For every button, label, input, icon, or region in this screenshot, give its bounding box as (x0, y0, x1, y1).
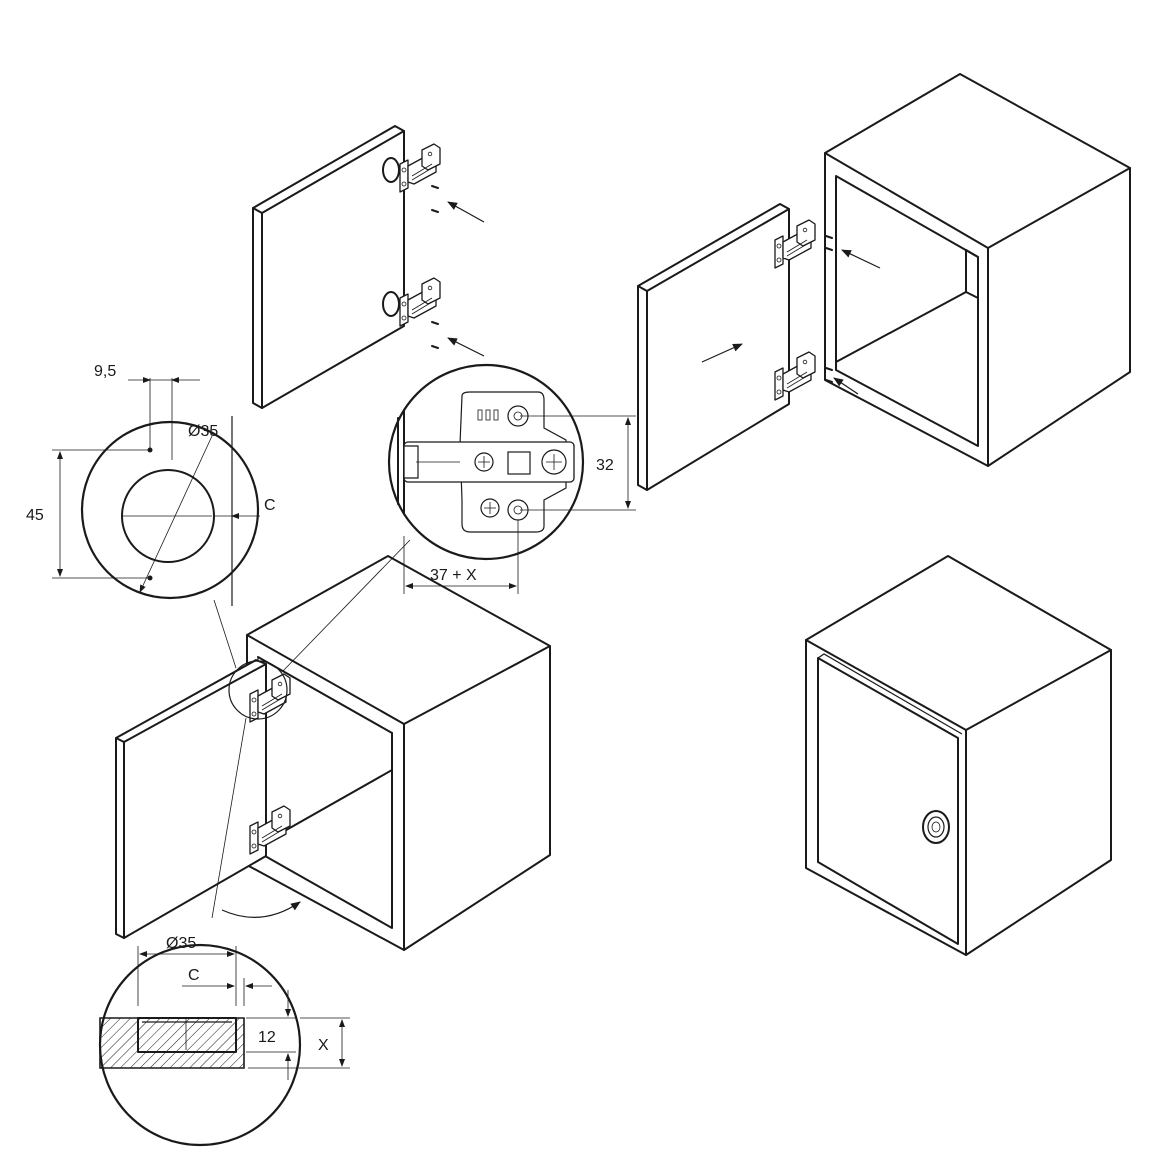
door-knob-icon (922, 810, 950, 844)
arrow-icon (447, 337, 485, 357)
dim-depth-12: 12 (258, 1029, 276, 1046)
zoom-ring (228, 660, 288, 720)
cabinet-step2 (824, 73, 1131, 467)
dim-diameter-35-top: Ø35 (188, 423, 218, 440)
arrow-icon (701, 343, 743, 363)
hinge-icon (399, 143, 441, 193)
detail-cup-depth-section (98, 943, 350, 1147)
dim-offset-37x: 37 + X (430, 567, 477, 584)
hinge-icon (399, 277, 441, 327)
screw-icon (474, 405, 567, 521)
screw-icon (825, 235, 833, 383)
dim-distance-c-bottom: C (188, 967, 200, 984)
dim-diameter-35-bottom: Ø35 (166, 935, 196, 952)
cup-hole-bottom (382, 291, 400, 317)
screw-icon (431, 185, 439, 349)
door-panel-step1 (252, 125, 485, 409)
swing-arrow-icon (221, 901, 301, 918)
cabinet-step3 (246, 555, 551, 951)
detail-cup-drilling (52, 377, 260, 606)
cabinet-step4-closed (805, 555, 1112, 956)
dim-spacing-45: 45 (26, 507, 44, 524)
arrow-icon (841, 249, 881, 269)
door-panel-step2 (637, 203, 881, 491)
door-panel-step3-open (115, 539, 411, 939)
dim-thickness-x: X (318, 1037, 329, 1054)
dim-spacing-32: 32 (596, 457, 614, 474)
detail-hinge-plate (387, 363, 636, 594)
dim-offset-95: 9,5 (94, 363, 116, 380)
arrow-icon (833, 377, 859, 395)
dim-distance-c-top: C (264, 497, 276, 514)
arrow-icon (447, 201, 485, 223)
cup-hole-top (382, 157, 400, 183)
